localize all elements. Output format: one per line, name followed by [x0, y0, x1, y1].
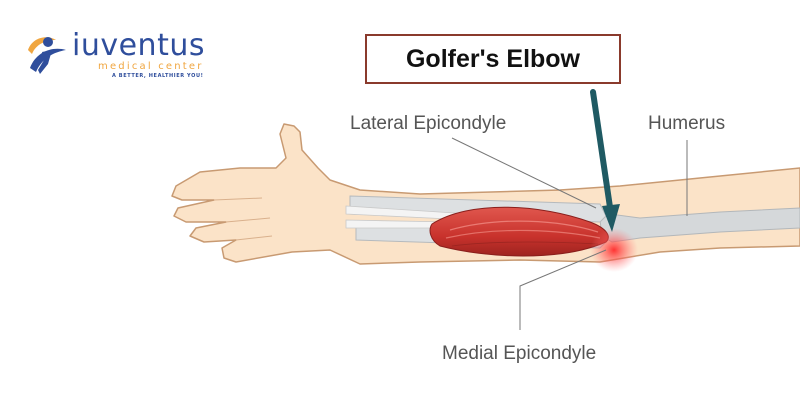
- lateral-epicondyle-leader: [451, 137, 597, 209]
- medial-epicondyle-label: Medial Epicondyle: [442, 343, 597, 364]
- logo-subtitle: medical center: [98, 61, 204, 72]
- logo-person-icon: [28, 37, 66, 74]
- diagram-title: Golfer's Elbow: [365, 34, 621, 84]
- lateral-epicondyle-label: Lateral Epicondyle: [350, 113, 507, 134]
- logo-name: iuventus: [72, 28, 205, 63]
- arrow-head: [602, 204, 620, 232]
- humerus-label: Humerus: [648, 113, 726, 134]
- pointer-arrow: [590, 89, 614, 217]
- inflammation-spot: [590, 228, 638, 272]
- medial-epicondyle-leader: [519, 249, 607, 330]
- logo-tagline: A BETTER, HEALTHIER YOU!: [112, 73, 204, 79]
